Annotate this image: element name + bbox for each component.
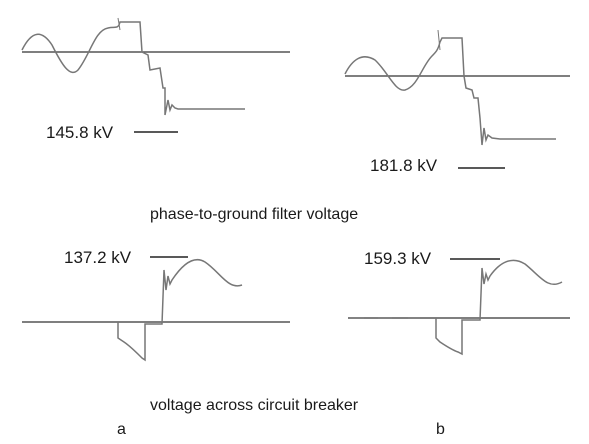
breaker-voltage-b: [348, 258, 570, 356]
caption-breaker-voltage: voltage across circuit breaker: [150, 397, 359, 414]
filter-voltage-a: [21, 17, 290, 133]
breaker-voltage-a: [22, 256, 290, 362]
peak-label-bottom-left: 137.2 kV: [64, 248, 132, 267]
waveform-top-left: [21, 21, 245, 116]
waveform-bottom-right: [350, 259, 563, 356]
peak-label-top-left: 145.8 kV: [46, 123, 114, 142]
waveform-top-right: [344, 37, 556, 146]
panel-label-a: a: [117, 421, 126, 438]
filter-voltage-b: [344, 29, 570, 169]
waveform-bottom-left: [117, 259, 243, 362]
panel-label-b: b: [436, 421, 445, 438]
peak-label-top-right: 181.8 kV: [370, 156, 438, 175]
caption-filter-voltage: phase-to-ground filter voltage: [150, 206, 359, 223]
peak-label-bottom-right: 159.3 kV: [364, 249, 432, 268]
